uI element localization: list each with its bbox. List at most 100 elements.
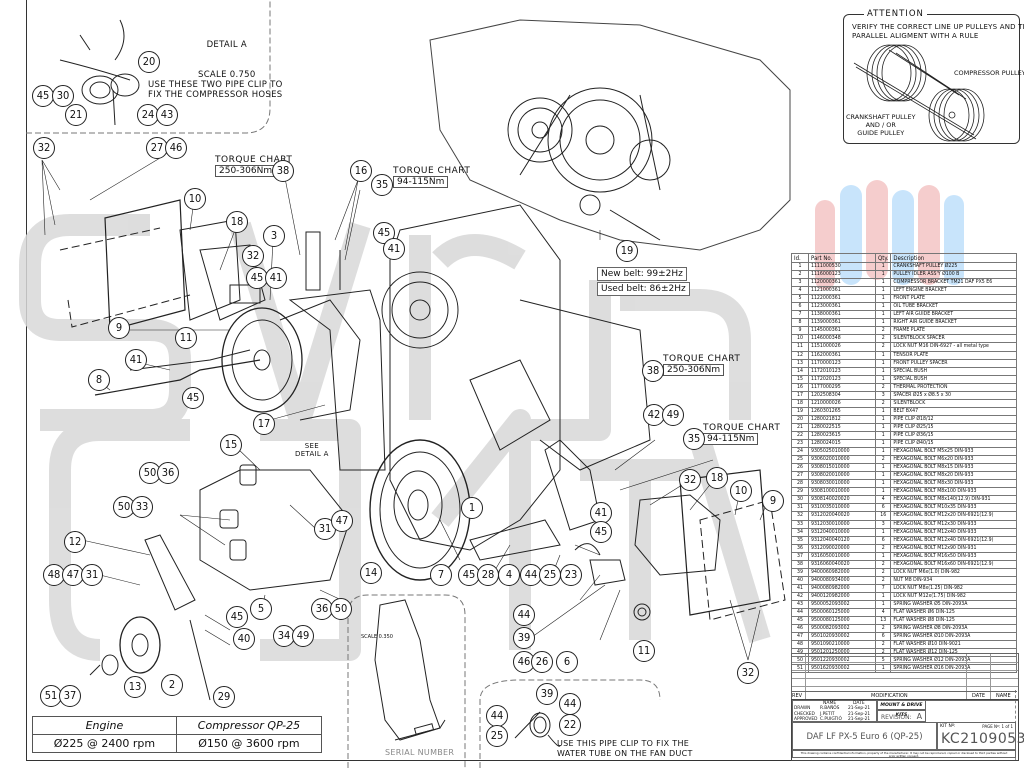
balloon-49[interactable]: 49 (292, 625, 314, 647)
balloon-32[interactable]: 32 (737, 662, 759, 684)
balloon-44[interactable]: 44 (486, 705, 508, 727)
balloon-16[interactable]: 16 (350, 160, 372, 182)
balloon-6[interactable]: 6 (556, 651, 578, 673)
balloon-39[interactable]: 39 (513, 627, 535, 649)
balloon-32[interactable]: 32 (679, 469, 701, 491)
balloon-51[interactable]: 51 (40, 685, 62, 707)
balloon-19[interactable]: 19 (616, 240, 638, 262)
balloon-31[interactable]: 31 (81, 564, 103, 586)
balloon-41[interactable]: 41 (265, 267, 287, 289)
balloon-5[interactable]: 5 (250, 598, 272, 620)
balloon-12[interactable]: 12 (64, 531, 86, 553)
part-id: 13 (791, 358, 809, 368)
torque-chart-title: TORQUE CHART (663, 354, 741, 364)
balloon-9[interactable]: 9 (762, 490, 784, 512)
balloon-44[interactable]: 44 (520, 564, 542, 586)
balloon-36[interactable]: 36 (157, 462, 179, 484)
part-number: 9308100010000 (808, 487, 876, 497)
part-description: LOCK NUT M12x(1.75) DIN-982 (890, 591, 1017, 601)
part-number: 1260301265 (808, 406, 876, 416)
balloon-44[interactable]: 44 (559, 693, 581, 715)
balloon-35[interactable]: 35 (371, 174, 393, 196)
part-number: 1172020123 (808, 374, 876, 384)
balloon-28[interactable]: 28 (477, 564, 499, 586)
balloon-48[interactable]: 48 (43, 564, 65, 586)
balloon-47[interactable]: 47 (331, 510, 353, 532)
balloon-46[interactable]: 46 (165, 137, 187, 159)
balloon-label: 21 (69, 108, 83, 121)
balloon-24[interactable]: 24 (137, 104, 159, 126)
balloon-23[interactable]: 23 (560, 564, 582, 586)
balloon-25[interactable]: 25 (539, 564, 561, 586)
part-description: HEXAGONAL BOLT M12x30 DIN-933 (890, 519, 1017, 529)
balloon-45[interactable]: 45 (590, 521, 612, 543)
balloon-38[interactable]: 38 (642, 360, 664, 382)
balloon-27[interactable]: 27 (146, 137, 168, 159)
balloon-34[interactable]: 34 (273, 625, 295, 647)
balloon-40[interactable]: 40 (233, 628, 255, 650)
balloon-9[interactable]: 9 (108, 317, 130, 339)
balloon-22[interactable]: 22 (559, 714, 581, 736)
balloon-15[interactable]: 15 (220, 434, 242, 456)
part-description: HEXAGONAL BOLT M6x20 DIN-933 (890, 455, 1017, 465)
part-qty: 2 (874, 559, 892, 569)
balloon-50[interactable]: 50 (139, 462, 161, 484)
balloon-2[interactable]: 2 (161, 674, 183, 696)
balloon-49[interactable]: 49 (662, 404, 684, 426)
balloon-35[interactable]: 35 (683, 428, 705, 450)
balloon-45[interactable]: 45 (182, 387, 204, 409)
balloon-label: 40 (237, 632, 251, 645)
balloon-45[interactable]: 45 (32, 85, 54, 107)
balloon-7[interactable]: 7 (430, 564, 452, 586)
balloon-11[interactable]: 11 (633, 640, 655, 662)
balloon-21[interactable]: 21 (65, 104, 87, 126)
balloon-30[interactable]: 30 (52, 85, 74, 107)
balloon-1[interactable]: 1 (461, 497, 483, 519)
balloon-10[interactable]: 10 (184, 188, 206, 210)
balloon-45[interactable]: 45 (246, 267, 268, 289)
balloon-18[interactable]: 18 (706, 467, 728, 489)
balloon-37[interactable]: 37 (59, 685, 81, 707)
balloon-33[interactable]: 33 (131, 496, 153, 518)
balloon-3[interactable]: 3 (263, 225, 285, 247)
balloon-11[interactable]: 11 (175, 327, 197, 349)
balloon-43[interactable]: 43 (156, 104, 178, 126)
balloon-14[interactable]: 14 (360, 562, 382, 584)
parts-list-header: Id. Part No. Qty. Description (791, 253, 1017, 263)
balloon-18[interactable]: 18 (226, 211, 248, 233)
balloon-8[interactable]: 8 (88, 369, 110, 391)
balloon-20[interactable]: 20 (138, 51, 160, 73)
balloon-41[interactable]: 41 (125, 349, 147, 371)
balloon-13[interactable]: 13 (124, 676, 146, 698)
balloon-39[interactable]: 39 (536, 683, 558, 705)
part-description: SPRING WASHER Ø16 DIN-2093A (890, 664, 1017, 674)
part-qty: 4 (874, 495, 892, 505)
balloon-41[interactable]: 41 (383, 238, 405, 260)
balloon-17[interactable]: 17 (253, 413, 275, 435)
balloon-41[interactable]: 41 (590, 502, 612, 524)
part-number: 1151000026 (808, 342, 876, 352)
balloon-29[interactable]: 29 (213, 686, 235, 708)
balloon-32[interactable]: 32 (242, 245, 264, 267)
part-qty: 1 (874, 471, 892, 481)
balloon-26[interactable]: 26 (531, 651, 553, 673)
balloon-label: 26 (535, 655, 549, 668)
balloon-label: 19 (620, 244, 634, 257)
balloon-4[interactable]: 4 (498, 564, 520, 586)
part-id: 25 (791, 455, 809, 465)
part-number: 9312020040020 (808, 511, 876, 521)
balloon-42[interactable]: 42 (643, 404, 665, 426)
part-qty: 1 (874, 430, 892, 441)
balloon-25[interactable]: 25 (486, 725, 508, 747)
balloon-50[interactable]: 50 (330, 598, 352, 620)
balloon-45[interactable]: 45 (226, 606, 248, 628)
balloon-46[interactable]: 46 (513, 651, 535, 673)
torque-chart-value: 250-306Nm (215, 165, 277, 177)
balloon-38[interactable]: 38 (272, 160, 294, 182)
balloon-10[interactable]: 10 (730, 480, 752, 502)
balloon-32[interactable]: 32 (33, 137, 55, 159)
balloon-44[interactable]: 44 (513, 604, 535, 626)
